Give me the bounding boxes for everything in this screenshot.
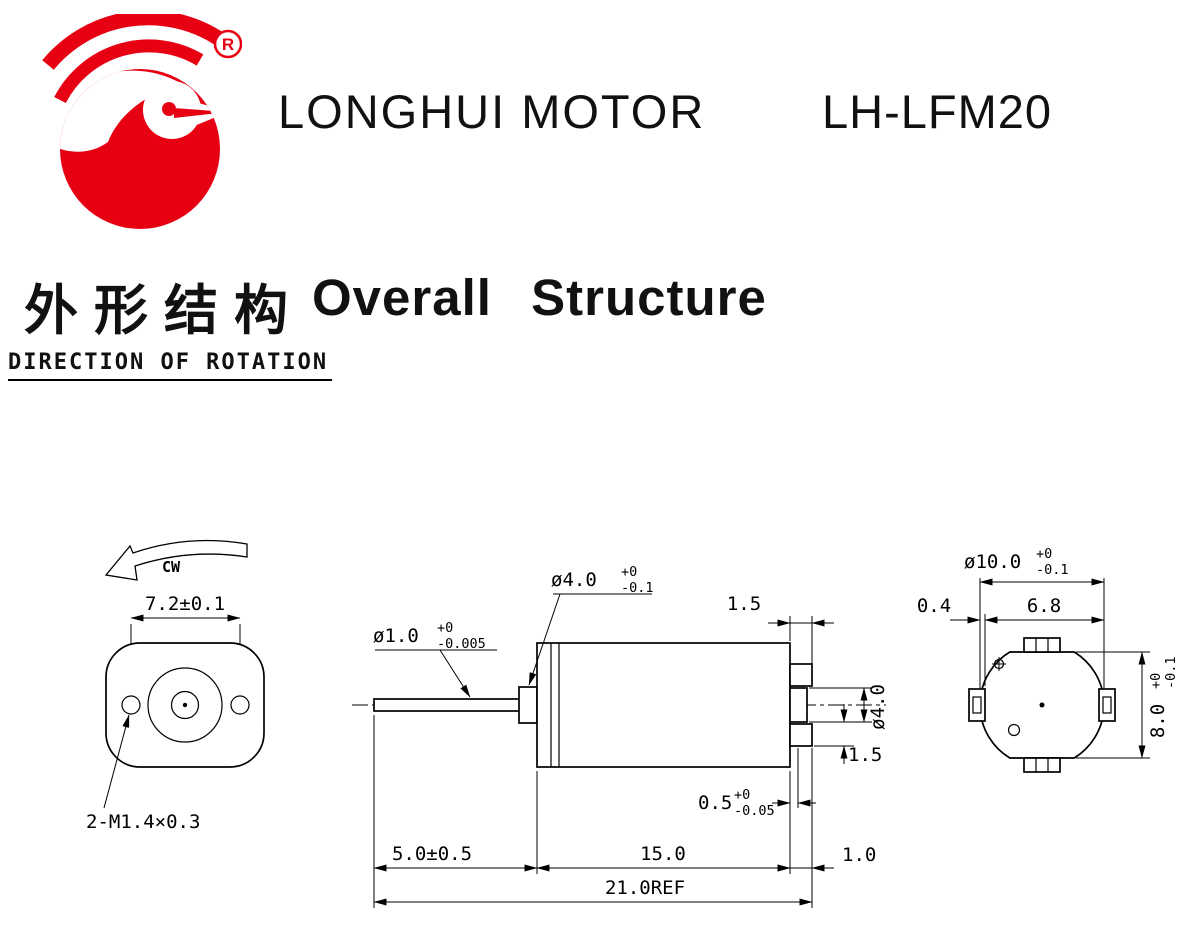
mount-hole-right bbox=[230, 695, 250, 715]
dim-endcap-step: 1.5 bbox=[727, 593, 834, 664]
front-hub-outline bbox=[518, 686, 538, 724]
terminal-left bbox=[968, 688, 986, 722]
front-view: CW 7.2±0.1 2-M1.4×0.3 bbox=[86, 539, 265, 833]
hub-dia-tol-lower: -0.1 bbox=[621, 580, 654, 596]
shaft-length-value: 5.0±0.5 bbox=[392, 843, 472, 865]
rear-body-height-value: 8.0 bbox=[1147, 704, 1169, 738]
boss-length-value: 1.0 bbox=[842, 844, 876, 866]
model-number: LH-LFM20 bbox=[822, 85, 1053, 138]
registered-mark-icon: R bbox=[213, 29, 243, 59]
body-length-value: 15.0 bbox=[640, 843, 686, 865]
side-view: ø1.0 +0 -0.005 ø4.0 +0 -0.1 1.5 bbox=[352, 564, 889, 908]
mount-hole-left bbox=[121, 695, 141, 715]
pilot-hole bbox=[1007, 723, 1021, 737]
step-depth-value: 0.5 bbox=[698, 792, 732, 814]
hub-dia-value: ø4.0 bbox=[551, 569, 597, 591]
technical-drawing: CW 7.2±0.1 2-M1.4×0.3 bbox=[86, 539, 1179, 908]
rear-view: ø10.0 +0 -0.1 0.4 6.8 8.0 +0 -0.1 bbox=[917, 546, 1179, 773]
direction-of-rotation-label: DIRECTION OF ROTATION bbox=[8, 350, 333, 381]
longhui-logo: R bbox=[42, 10, 243, 232]
rear-tab-top bbox=[1023, 637, 1061, 653]
rear-tab-top bbox=[789, 663, 813, 687]
dim-tab-offsets: 0.4 6.8 bbox=[917, 595, 1105, 686]
dim-rear-body-height: 8.0 +0 -0.1 bbox=[1076, 651, 1179, 759]
screw-spec-leader: 2-M1.4×0.3 bbox=[86, 714, 200, 833]
rear-body-dia-value: ø10.0 bbox=[964, 551, 1021, 573]
rear-body-dia-tol-upper: +0 bbox=[1036, 546, 1052, 562]
motor-body-outline bbox=[536, 642, 791, 768]
step-depth-tol-lower: -0.05 bbox=[734, 803, 775, 819]
endcap-step-value: 1.5 bbox=[727, 593, 761, 615]
screw-spec-value: 2-M1.4×0.3 bbox=[86, 811, 200, 833]
vent-mark-icon bbox=[992, 657, 1006, 671]
overall-length-value: 21.0REF bbox=[605, 877, 685, 899]
shaft-outline bbox=[373, 698, 538, 712]
rotation-direction-label: CW bbox=[162, 558, 181, 576]
shaft-dia-tol-lower: -0.005 bbox=[437, 636, 486, 652]
shaft-dia-value: ø1.0 bbox=[373, 625, 419, 647]
center-mark bbox=[1039, 702, 1045, 708]
hole-spacing-value: 7.2±0.1 bbox=[145, 593, 225, 615]
rear-tab-bottom bbox=[789, 723, 813, 747]
hub-dia-tol-upper: +0 bbox=[621, 564, 637, 580]
dim-rear-body-diameter: ø10.0 +0 -0.1 bbox=[964, 546, 1105, 688]
shaft-dia-tol-upper: +0 bbox=[437, 620, 453, 636]
rear-tab-bottom bbox=[1023, 757, 1061, 773]
dim-step-depth: 0.5 +0 -0.05 bbox=[698, 748, 816, 819]
page-title-english: Overall Structure bbox=[312, 269, 767, 326]
dim-hub-diameter: ø4.0 +0 -0.1 bbox=[528, 564, 654, 686]
brand-name: LONGHUI MOTOR bbox=[278, 85, 706, 138]
dim-hole-spacing: 7.2±0.1 bbox=[130, 593, 241, 694]
terminal-offset-value: 1.5 bbox=[848, 744, 882, 766]
page-title-chinese: 外形结构 bbox=[24, 281, 304, 341]
cw-arrow-icon bbox=[104, 539, 248, 581]
bird-logo-icon: R bbox=[42, 10, 243, 229]
boss-dia-value: ø4.0 bbox=[867, 684, 889, 730]
rear-body-height-tol-upper: +0 bbox=[1148, 673, 1164, 689]
step-depth-tol-upper: +0 bbox=[734, 787, 750, 803]
rear-body-height-tol-lower: -0.1 bbox=[1163, 656, 1179, 689]
tab-span-value: 6.8 bbox=[1027, 595, 1061, 617]
dim-shaft-diameter: ø1.0 +0 -0.005 bbox=[373, 620, 497, 698]
rear-boss-outline bbox=[789, 687, 808, 723]
tab-offset-value: 0.4 bbox=[917, 595, 951, 617]
dim-boss-diameter: ø4.0 bbox=[809, 684, 889, 730]
rear-body-dia-tol-lower: -0.1 bbox=[1036, 562, 1069, 578]
dim-terminal-offset: 1.5 bbox=[814, 704, 882, 766]
terminal-right bbox=[1098, 688, 1116, 722]
registered-mark-letter: R bbox=[222, 35, 234, 54]
dim-lengths: 5.0±0.5 15.0 1.0 21.0REF bbox=[373, 715, 876, 908]
